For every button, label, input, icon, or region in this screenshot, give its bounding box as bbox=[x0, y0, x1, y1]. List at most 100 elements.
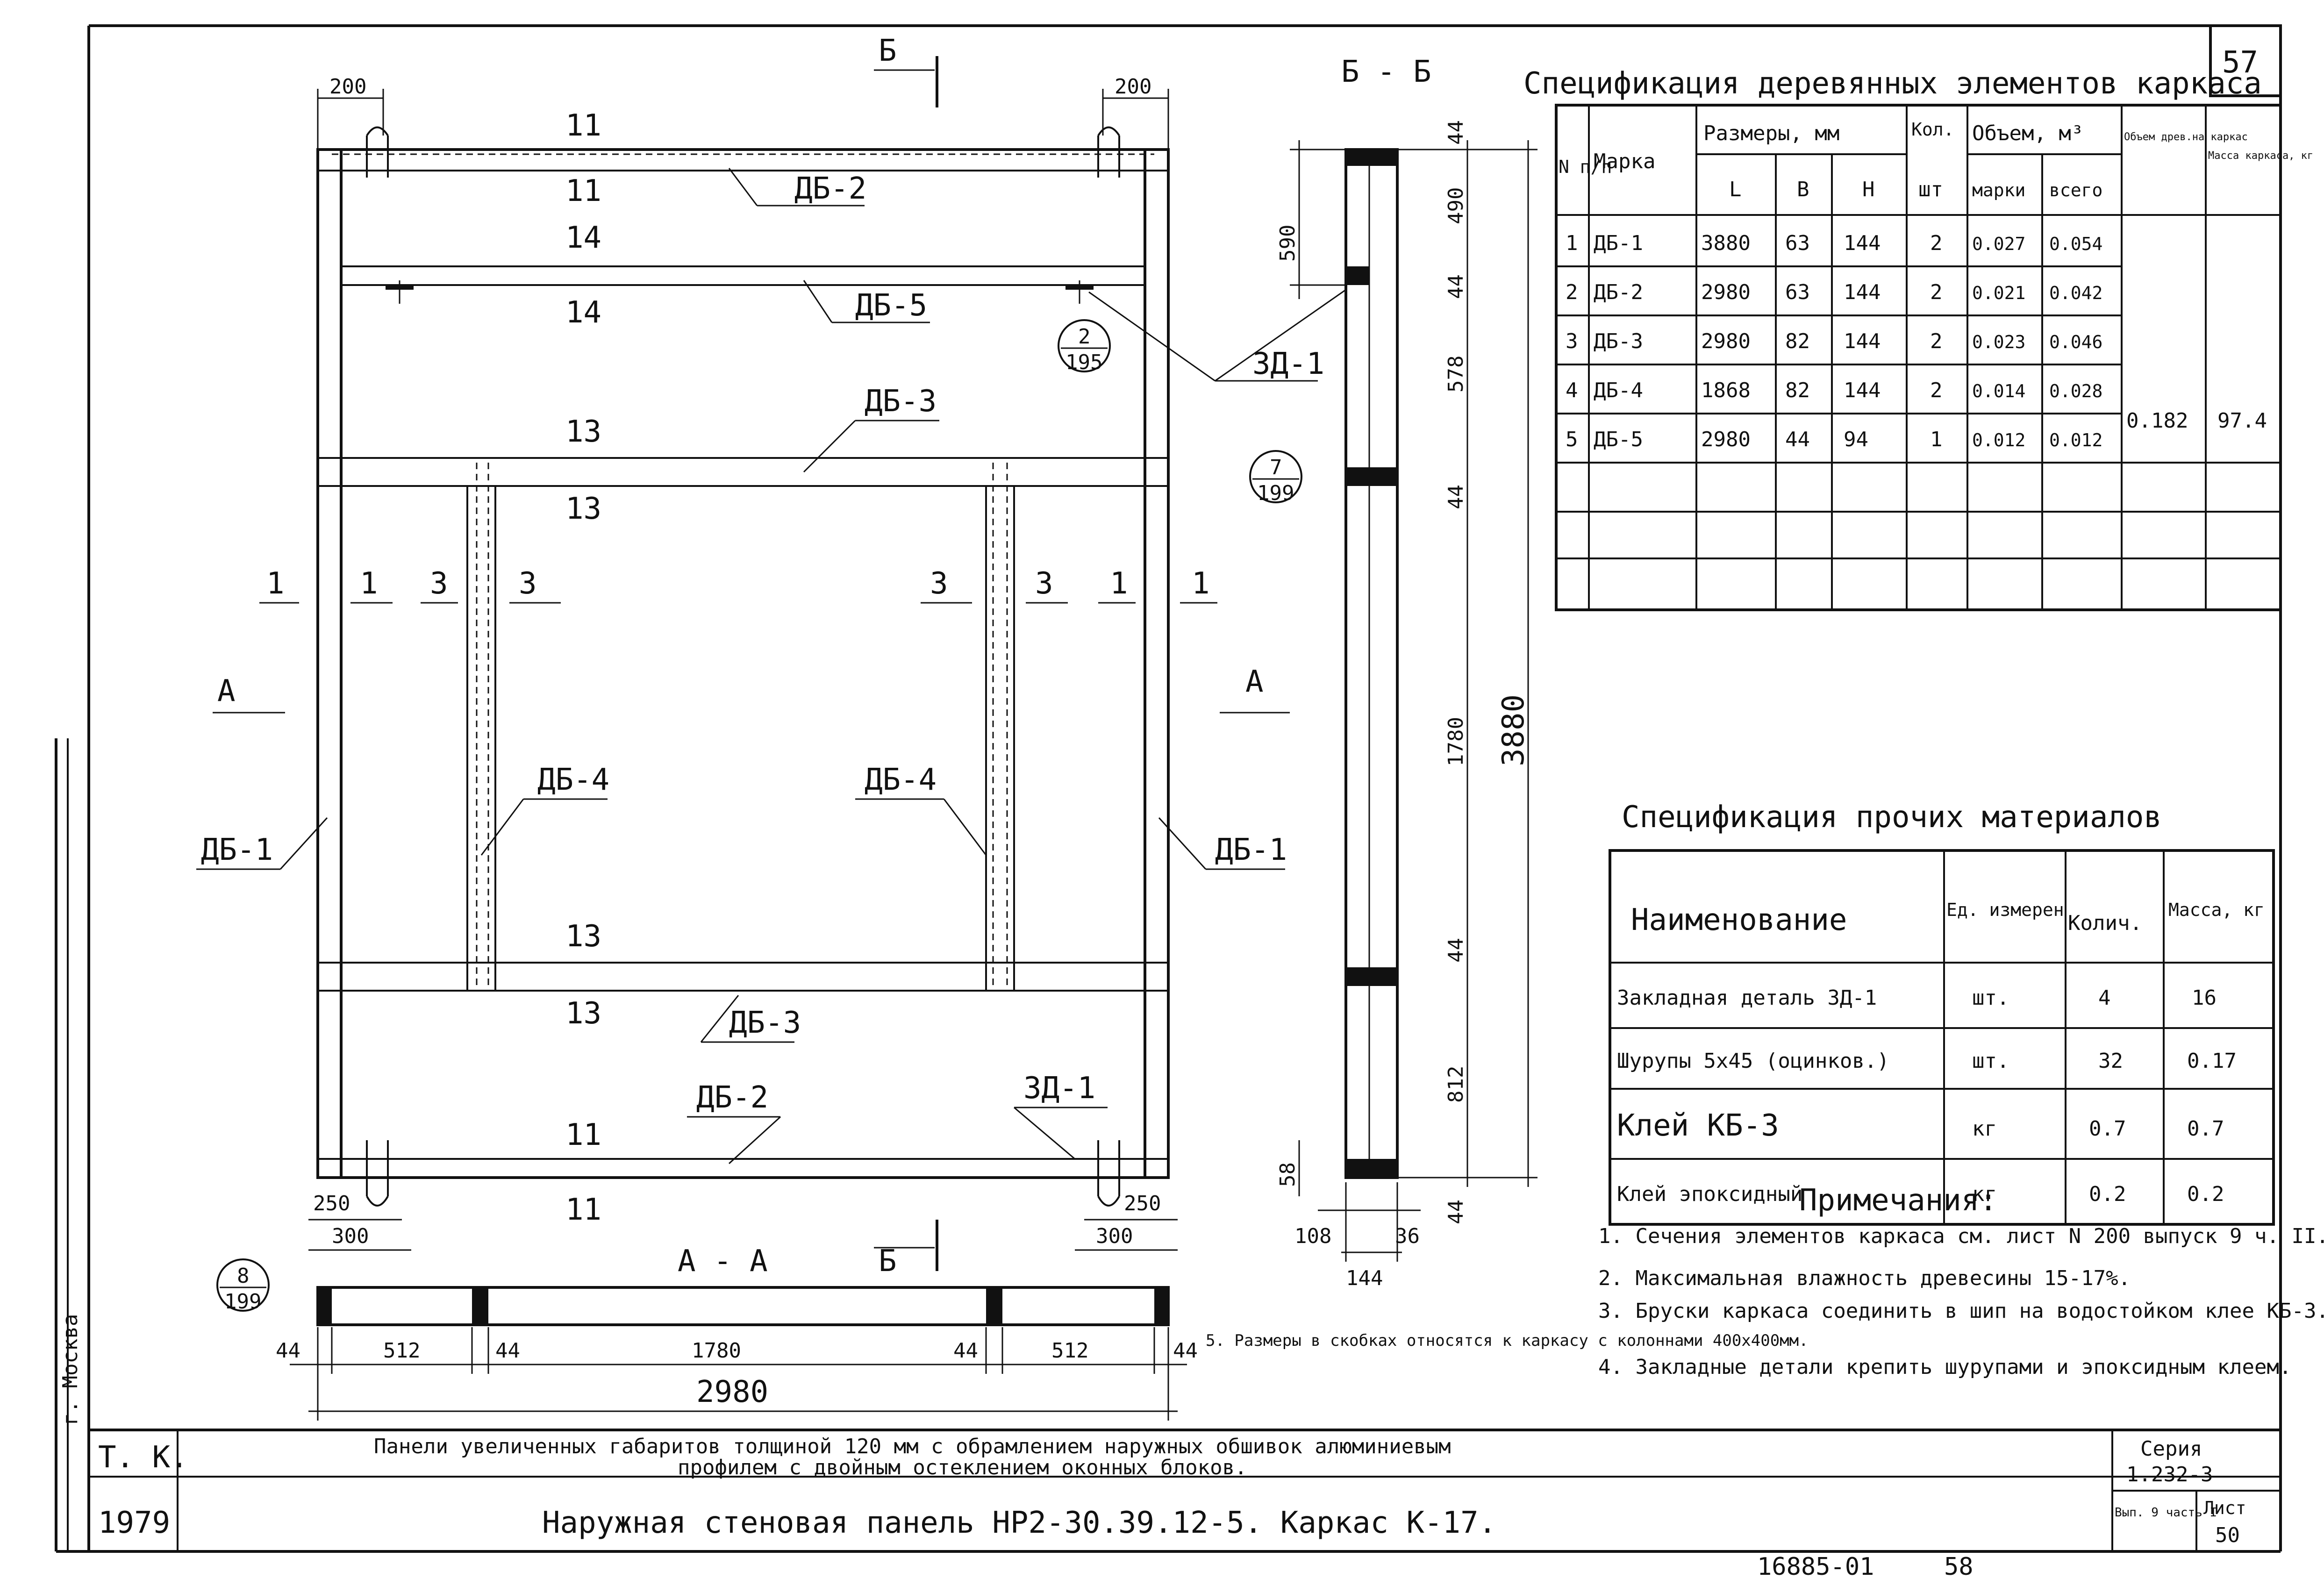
sec-num-11c: 11 bbox=[565, 1118, 601, 1152]
label-db5: ДБ-5 bbox=[855, 288, 927, 323]
callout-2-bottom: 195 bbox=[1065, 350, 1102, 374]
title-block: Т. К. 1979 Панели увеличенных габаритов … bbox=[89, 1429, 2281, 1551]
cell: 0.7 bbox=[2187, 1117, 2224, 1141]
section-bb: Б - Б 44 490 44 578 44 1780 44 812 44 38… bbox=[1276, 55, 1537, 1290]
dim-top-right: 200 bbox=[1115, 75, 1151, 99]
spec-wood-h-qty: Кол. bbox=[1911, 119, 1954, 140]
cell: 63 bbox=[1785, 280, 1810, 304]
cell: 2980 bbox=[1701, 280, 1751, 304]
dim-aa-1: 44 bbox=[276, 1339, 300, 1363]
spec-wood-h-sizes: Размеры, мм bbox=[1703, 121, 1839, 145]
spec-wood-row: 3 ДБ-3 2980 82 144 2 0.023 0.046 bbox=[1566, 329, 2102, 353]
cell: 0.2 bbox=[2089, 1182, 2126, 1206]
cell: 0.054 bbox=[2049, 234, 2102, 254]
cell: 2980 bbox=[1701, 329, 1751, 353]
spec-other-title: Спецификация прочих материалов bbox=[1622, 800, 2162, 835]
dim-aa-2: 512 bbox=[383, 1339, 420, 1363]
sec-num-14a: 14 bbox=[565, 221, 601, 255]
spec-wood-frame-volume: 0.182 bbox=[2126, 409, 2188, 433]
cell: ДБ-3 bbox=[1594, 329, 1643, 353]
dim-top-left: 200 bbox=[329, 75, 366, 99]
cell: 0.012 bbox=[1972, 430, 2025, 450]
section-aa: А - А 44 512 44 1780 44 512 44 2980 bbox=[276, 1244, 1198, 1421]
cell: кг bbox=[1972, 1117, 1997, 1141]
title-line-2: профилем с двойным остеклением оконных б… bbox=[678, 1456, 1247, 1479]
cell: 82 bbox=[1785, 379, 1810, 402]
frame-elevation: 200 200 Б Б А А 1 1 3 3 3 3 1 1 bbox=[196, 34, 1346, 1314]
cell: 1868 bbox=[1701, 379, 1751, 402]
note-2: 2. Максимальная влажность древесины 15-1… bbox=[1598, 1266, 2131, 1290]
note-4: 4. Закладные детали крепить шурупами и э… bbox=[1598, 1355, 2291, 1379]
section-aa-title: А - А bbox=[678, 1244, 768, 1279]
cell: ДБ-2 bbox=[1594, 280, 1643, 304]
label-db1-right: ДБ-1 bbox=[1215, 833, 1287, 867]
spec-other-h-name: Наименование bbox=[1631, 903, 1847, 937]
notes: Примечания: 1. Сечения элементов каркаса… bbox=[1206, 1183, 2324, 1379]
callout-2-195: 2 195 bbox=[1058, 319, 1111, 374]
spec-wood-h-vol-mark: марки bbox=[1972, 180, 2025, 200]
bb-dim-4: 578 bbox=[1444, 356, 1468, 393]
cell: кг bbox=[1972, 1182, 1997, 1206]
spec-wood-h-B: B bbox=[1797, 178, 1809, 201]
section-mark-a-left: А bbox=[217, 674, 236, 708]
cell: Закладная деталь ЗД-1 bbox=[1617, 986, 1877, 1010]
spec-wood-h-mass: Масса каркаса, кг bbox=[2208, 150, 2313, 162]
cell: ДБ-1 bbox=[1594, 231, 1643, 255]
cell: 2 bbox=[1930, 379, 1943, 402]
title-issue: Вып. 9 часть I bbox=[2115, 1506, 2217, 1520]
spec-wood-table: Спецификация деревянных элементов каркас… bbox=[1523, 66, 2313, 611]
cell: ДБ-5 bbox=[1594, 428, 1643, 451]
bb-dim-5: 44 bbox=[1444, 485, 1468, 509]
side-num-3: 3 bbox=[430, 566, 448, 601]
title-sheet-label: Лист bbox=[2203, 1498, 2246, 1518]
spec-other-row: Шурупы 5x45 (оцинков.) шт. 32 0.17 bbox=[1617, 1049, 2237, 1073]
dim-bottom-left-250: 250 bbox=[313, 1192, 350, 1215]
cell: 63 bbox=[1785, 231, 1810, 255]
dim-bottom-right-250: 250 bbox=[1124, 1192, 1161, 1215]
notes-title: Примечания: bbox=[1799, 1183, 1997, 1218]
spec-other-h-mass: Масса, кг bbox=[2168, 900, 2265, 920]
sec-num-11a: 11 bbox=[565, 108, 601, 143]
label-db4-right: ДБ-4 bbox=[865, 763, 937, 797]
spec-wood-row: 4 ДБ-4 1868 82 144 2 0.014 0.028 bbox=[1566, 379, 2102, 402]
spec-wood-h-vol-frame: Объем древ.на каркас bbox=[2124, 131, 2248, 143]
cell: 0.012 bbox=[2049, 430, 2102, 450]
cell: 5 bbox=[1566, 428, 1578, 451]
bb-dim-left-590: 590 bbox=[1276, 225, 1300, 262]
sec-num-13c: 13 bbox=[565, 919, 601, 954]
spec-wood-h-L: L bbox=[1729, 178, 1742, 201]
cell: Клей КБ-3 bbox=[1617, 1108, 1779, 1143]
cell: 144 bbox=[1844, 280, 1881, 304]
note-3: 3. Бруски каркаса соединить в шип на вод… bbox=[1598, 1299, 2324, 1323]
cell: 0.046 bbox=[2049, 332, 2102, 352]
cell: 32 bbox=[2098, 1049, 2123, 1073]
cell: 0.023 bbox=[1972, 332, 2025, 352]
spec-other-h-unit: Ед. измерен bbox=[1946, 900, 2064, 920]
sec-num-11d: 11 bbox=[565, 1193, 601, 1227]
cell: 144 bbox=[1844, 231, 1881, 255]
title-series-label: Серия bbox=[2140, 1437, 2202, 1461]
spec-wood-h-n: N п/п bbox=[1559, 157, 1612, 177]
cell: 82 bbox=[1785, 329, 1810, 353]
spec-wood-row: 1 ДБ-1 3880 63 144 2 0.027 0.054 bbox=[1566, 231, 2102, 255]
dim-bottom-left-300: 300 bbox=[332, 1224, 369, 1248]
dim-aa-5: 44 bbox=[953, 1339, 978, 1363]
archive-number: 16885-01 bbox=[1757, 1553, 1874, 1579]
title-line-3: Наружная стеновая панель НР2-30.39.12-5.… bbox=[542, 1506, 1496, 1540]
spec-other-row: Клей эпоксидный кг 0.2 0.2 bbox=[1617, 1182, 2224, 1206]
callout-7-bottom: 199 bbox=[1257, 481, 1294, 505]
callout-8-bottom: 199 bbox=[224, 1290, 261, 1314]
side-num-1: 1 bbox=[266, 566, 285, 601]
cell: 2980 bbox=[1701, 428, 1751, 451]
spec-other-row: Закладная деталь ЗД-1 шт. 4 16 bbox=[1617, 986, 2217, 1010]
cell: Клей эпоксидный bbox=[1617, 1182, 1802, 1206]
sec-num-13b: 13 bbox=[565, 492, 601, 526]
label-zd1-top: ЗД-1 bbox=[1252, 347, 1324, 381]
cell: шт. bbox=[1972, 1049, 2009, 1073]
title-sheet: 50 bbox=[2215, 1523, 2240, 1547]
note-1: 1. Сечения элементов каркаса см. лист N … bbox=[1598, 1224, 2324, 1248]
cell: шт. bbox=[1972, 986, 2009, 1010]
spec-other-h-qty: Колич. bbox=[2068, 911, 2142, 935]
cell: 4 bbox=[1566, 379, 1578, 402]
